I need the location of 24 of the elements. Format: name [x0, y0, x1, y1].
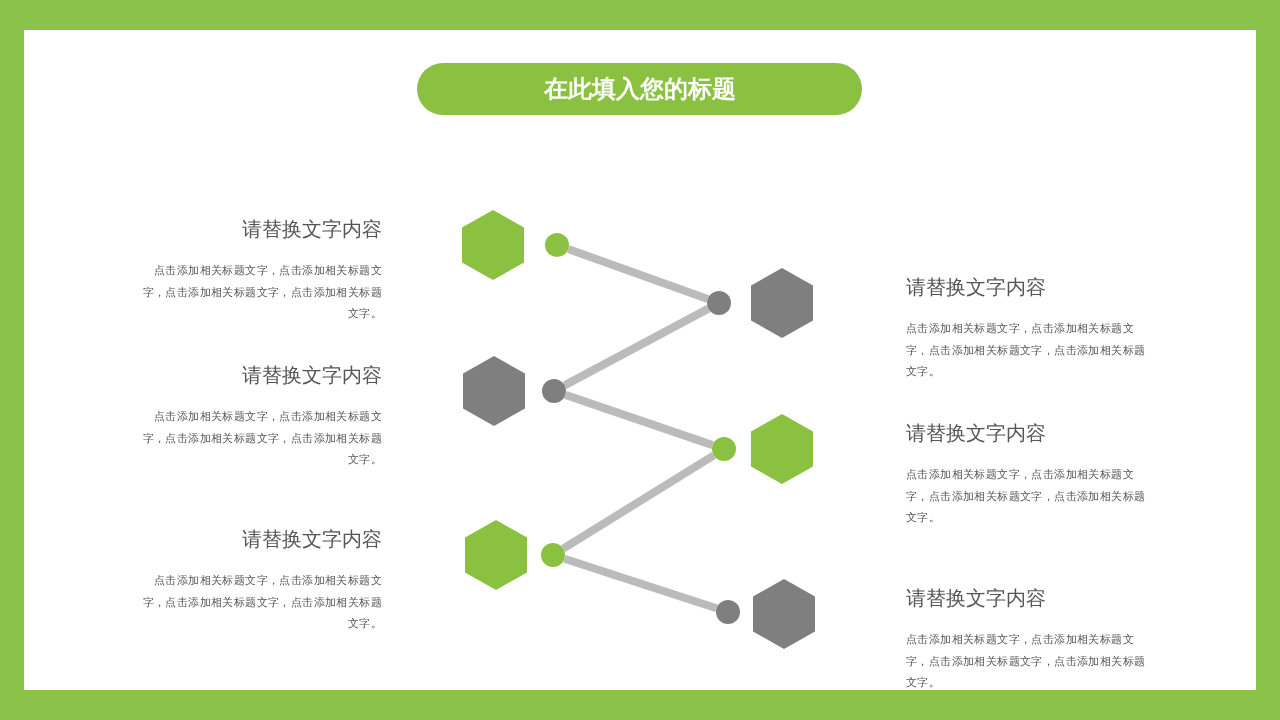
dot	[542, 379, 566, 403]
item-description: 点击添加相关标题文字，点击添加相关标题文字，点击添加相关标题文字，点击添加相关标题文字。	[906, 632, 1147, 691]
connector-line	[564, 391, 714, 449]
connector-line	[566, 245, 710, 303]
item-heading: 请替换文字内容	[906, 585, 1046, 612]
item-description: 点击添加相关标题文字，点击添加相关标题文字，点击添加相关标题文字，点击添加相关标题文字。	[906, 321, 1147, 380]
item-description: 点击添加相关标题文字，点击添加相关标题文字，点击添加相关标题文字，点击添加相关标题文字。	[141, 573, 382, 632]
item-description: 点击添加相关标题文字，点击添加相关标题文字，点击添加相关标题文字，点击添加相关标题文字。	[906, 467, 1147, 526]
item-heading: 请替换文字内容	[906, 420, 1046, 447]
dot	[541, 543, 565, 567]
item-heading: 请替换文字内容	[906, 274, 1046, 301]
dot	[707, 291, 731, 315]
item-heading: 请替换文字内容	[242, 526, 382, 553]
title-banner: 在此填入您的标题	[417, 63, 862, 115]
item-description: 点击添加相关标题文字，点击添加相关标题文字，点击添加相关标题文字，点击添加相关标题文字。	[141, 263, 382, 322]
connector-line	[563, 554, 718, 613]
dot	[712, 437, 736, 461]
dot	[716, 600, 740, 624]
item-heading: 请替换文字内容	[242, 216, 382, 243]
dot	[545, 233, 569, 257]
item-heading: 请替换文字内容	[242, 362, 382, 389]
connector-line	[562, 305, 711, 389]
item-description: 点击添加相关标题文字，点击添加相关标题文字，点击添加相关标题文字，点击添加相关标题文字。	[141, 409, 382, 468]
connector-line	[561, 451, 716, 553]
